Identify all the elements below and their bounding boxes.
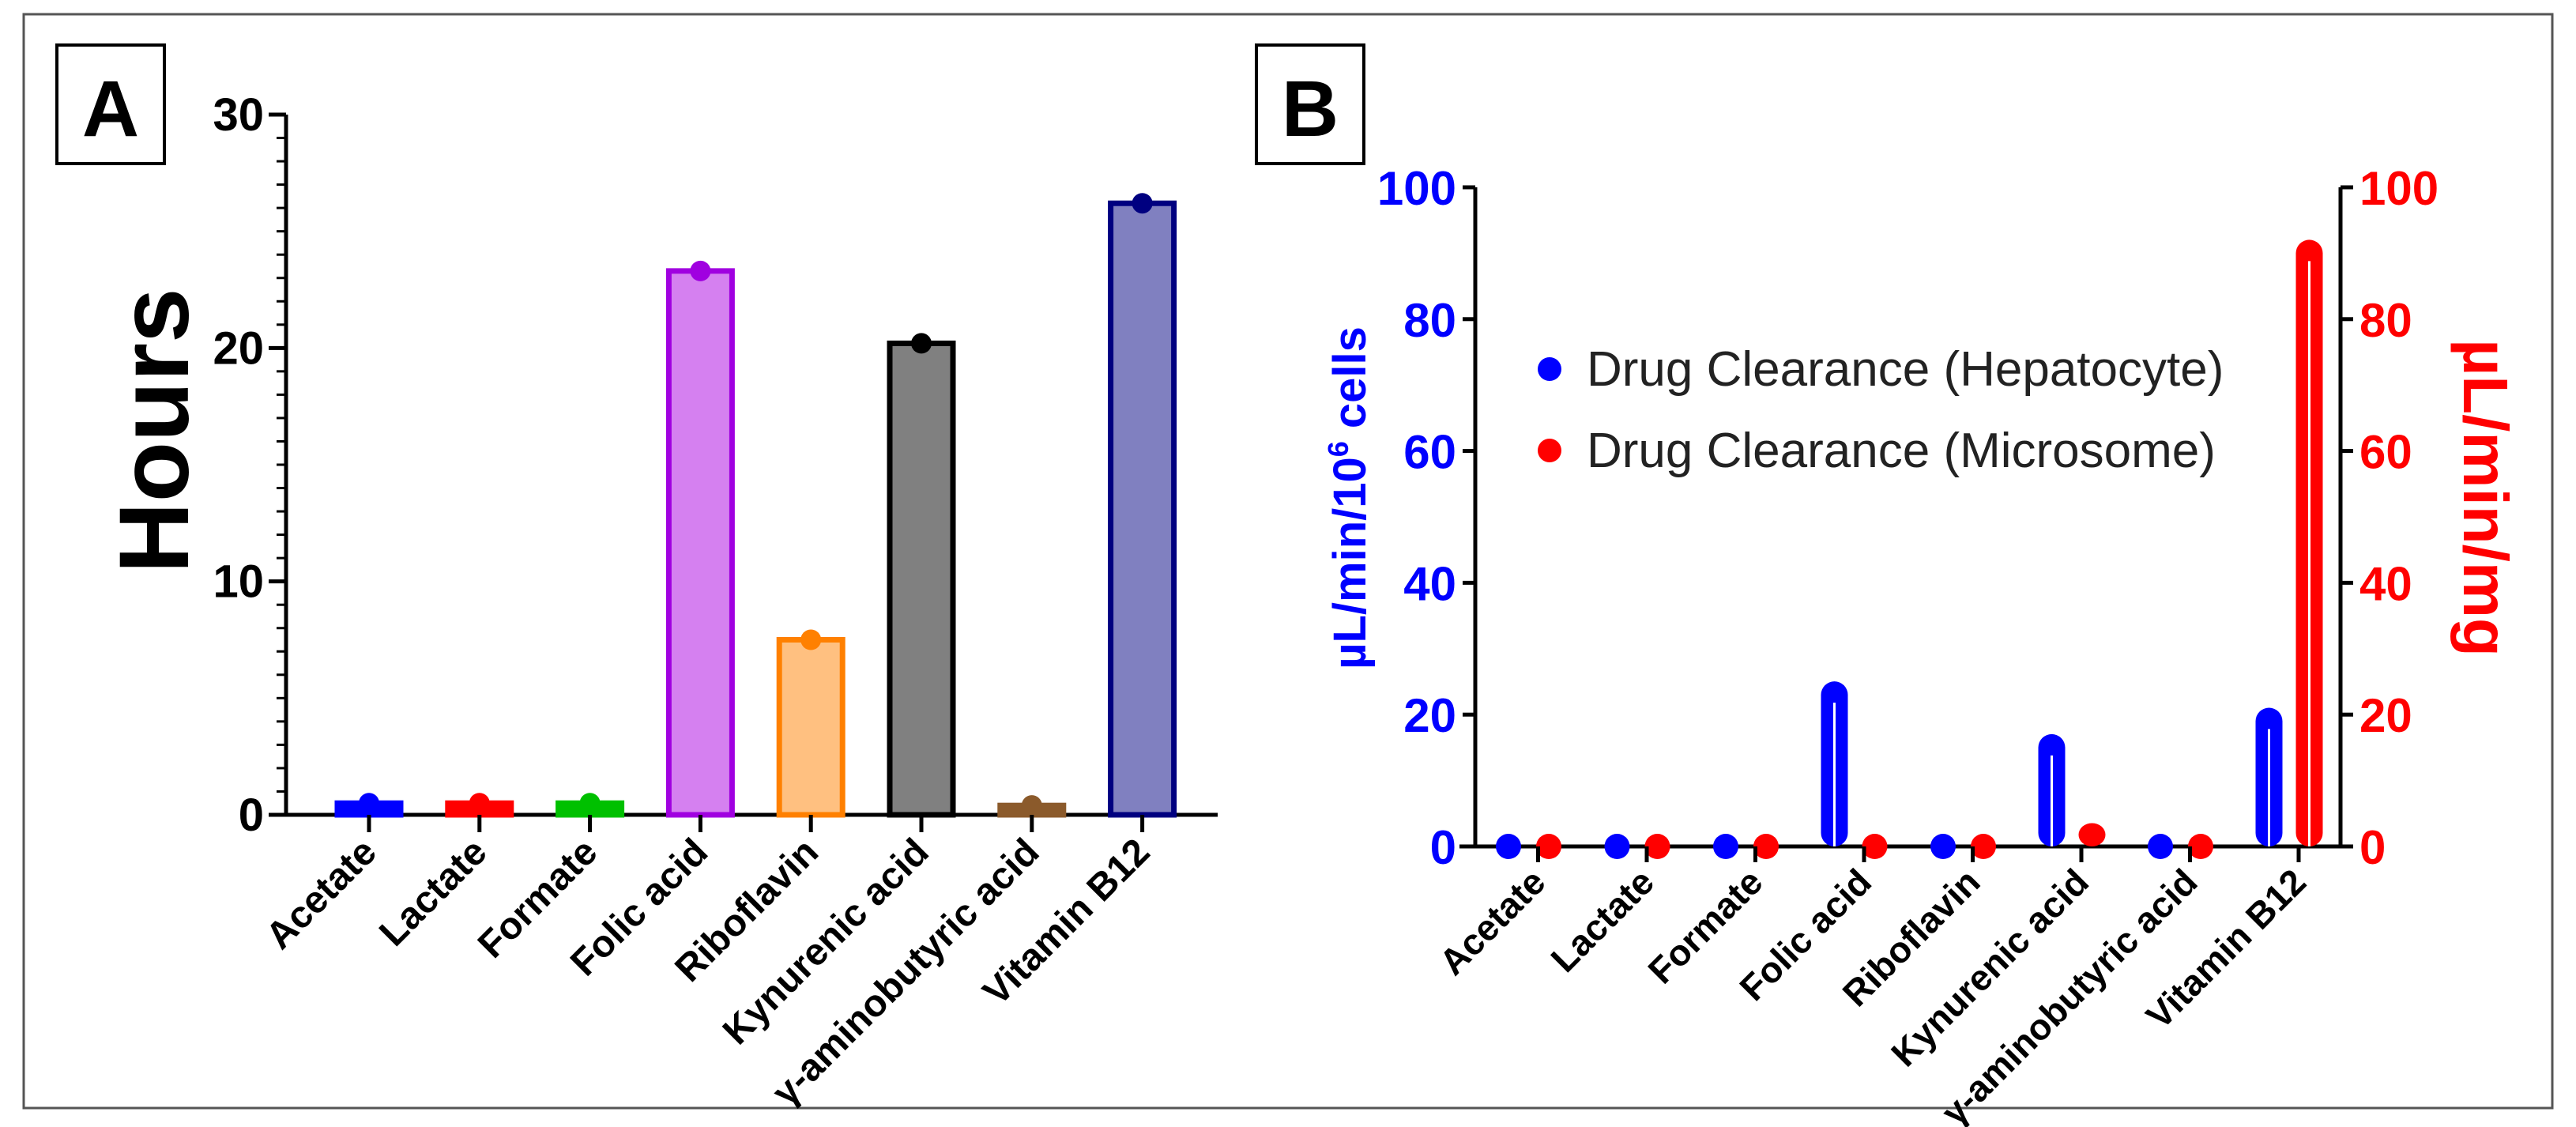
data-point-7 — [1132, 193, 1153, 214]
y-right-tick-label: 0 — [2359, 821, 2386, 874]
y-tick-label: 30 — [213, 89, 264, 141]
data-point-1 — [469, 793, 490, 814]
y-left-tick-label: 80 — [1403, 294, 1456, 347]
legend-label-microsome: Drug Clearance (Microsome) — [1587, 424, 2216, 478]
y-right-tick-label: 20 — [2359, 689, 2412, 742]
chart-a-y-axis-label: Hours — [100, 288, 209, 573]
y-right-tick-label: 40 — [2359, 557, 2412, 610]
y-tick-label: 20 — [213, 322, 264, 374]
bar-microsome-5 — [2078, 823, 2106, 846]
data-point-microsome-6 — [2188, 834, 2213, 859]
figure-frame — [22, 13, 2554, 1110]
y-right-tick-label: 60 — [2359, 426, 2412, 479]
data-point-hepatocyte-0 — [1496, 834, 1521, 859]
data-point-microsome-2 — [1753, 834, 1779, 859]
y-right-tick-label: 80 — [2359, 294, 2412, 347]
panel-a-label-box — [55, 43, 166, 165]
chart-b-y-axis-right-label: µL/min/mg — [2450, 339, 2521, 657]
data-point-hepatocyte-4 — [1930, 834, 1956, 859]
bar-4 — [776, 637, 845, 818]
data-point-4 — [800, 629, 822, 650]
data-point-microsome-3 — [1862, 834, 1888, 859]
chart-b-y-left-label-sup: 6 — [1322, 441, 1354, 457]
y-left-tick-label: 60 — [1403, 426, 1456, 479]
data-point-hepatocyte-1 — [1604, 834, 1630, 859]
data-point-microsome-1 — [1644, 834, 1670, 859]
data-point-5 — [911, 333, 932, 354]
data-point-microsome-0 — [1536, 834, 1561, 859]
chart-b-legend: Drug Clearance (Hepatocyte) Drug Clearan… — [1538, 342, 2224, 478]
bar-7 — [1108, 200, 1177, 818]
y-left-tick-label: 20 — [1403, 689, 1456, 742]
data-point-microsome-4 — [1971, 834, 1996, 859]
data-point-hepatocyte-6 — [2148, 834, 2173, 859]
legend-marker-hepatocyte — [1538, 357, 1561, 381]
data-point-hepatocyte-2 — [1713, 834, 1738, 859]
panel-b-label: B — [1282, 65, 1339, 153]
bar-5 — [887, 340, 956, 818]
y-tick-label: 10 — [213, 556, 264, 608]
bar-3 — [665, 268, 735, 818]
data-point-6 — [1021, 795, 1042, 816]
y-left-tick-label: 100 — [1377, 162, 1456, 215]
chart-b-y-left-label-tail: cells — [1324, 326, 1376, 441]
panel-b-label-box — [1255, 43, 1365, 165]
legend-marker-microsome — [1538, 439, 1561, 462]
panel-a-label: A — [82, 65, 139, 153]
data-point-3 — [690, 260, 711, 281]
y-left-tick-label: 0 — [1430, 821, 1456, 874]
data-point-0 — [359, 793, 379, 814]
y-right-tick-label: 100 — [2359, 162, 2439, 215]
y-tick-label: 0 — [239, 790, 264, 841]
data-point-2 — [579, 793, 601, 814]
legend-label-hepatocyte: Drug Clearance (Hepatocyte) — [1587, 342, 2224, 397]
chart-b-y-left-label-main: µL/min/10 — [1324, 457, 1376, 669]
chart-b-y-axis-left-label: µL/min/106 cells — [1322, 326, 1376, 669]
y-left-tick-label: 40 — [1403, 557, 1456, 610]
